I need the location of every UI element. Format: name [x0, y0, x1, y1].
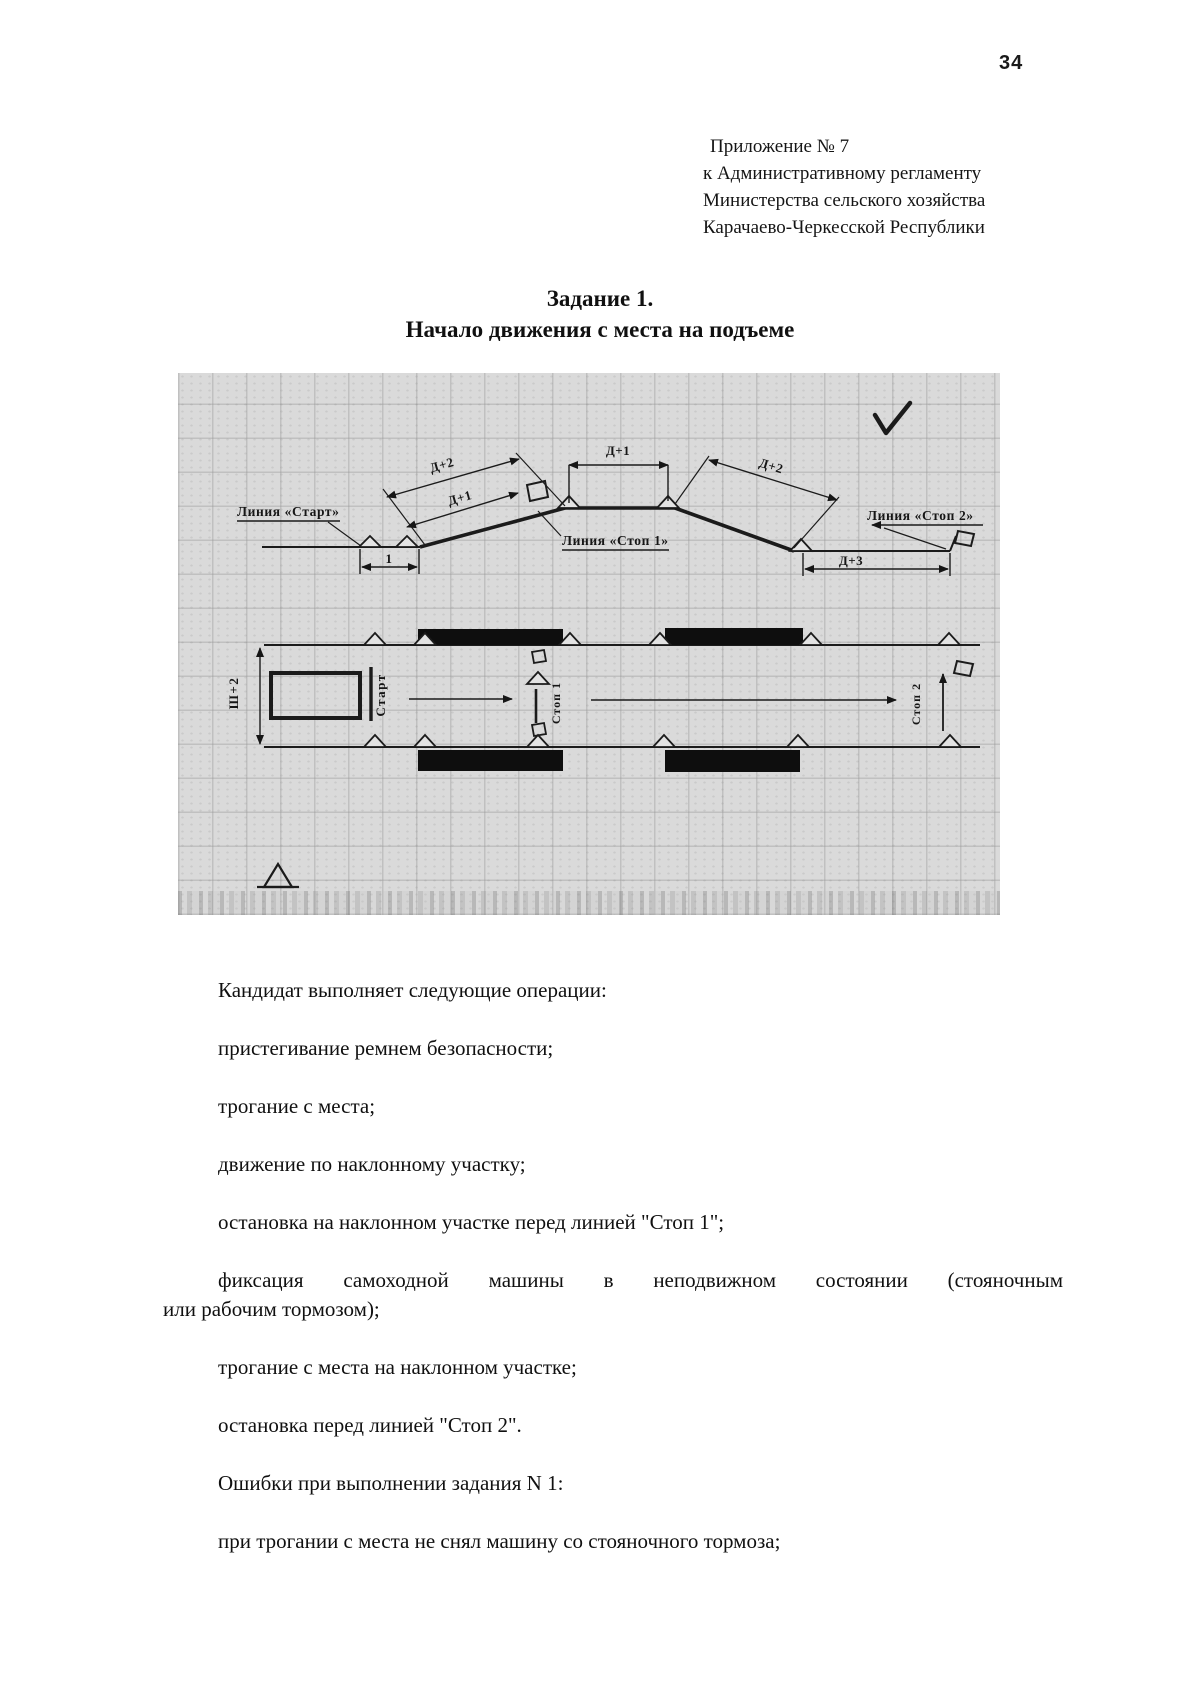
document-title: Задание 1. Начало движения с места на по… — [0, 283, 1200, 345]
cone-icon — [393, 534, 421, 548]
flag-icon — [952, 659, 975, 678]
stop1-label: Стоп 1 — [549, 682, 563, 724]
body-text: Кандидат выполняет следующие операции: п… — [163, 976, 1063, 1585]
paragraph-line: фиксация самоходной машины в неподвижном… — [218, 1268, 1063, 1292]
dimension-d1-top: Д+1 — [568, 443, 669, 503]
dimension-d1-left: Д+1 — [406, 487, 519, 529]
callout-line-start: Линия «Старт» — [237, 504, 362, 547]
cone-icon — [361, 733, 389, 748]
header-line: Карачаево-Черкесской Республики — [703, 217, 985, 238]
appendix-header: Приложение № 7 к Административному регла… — [703, 133, 1063, 241]
dimension-label: Д+1 — [446, 487, 474, 508]
start-label: Старт — [373, 673, 388, 716]
line-start-label: Линия «Старт» — [237, 504, 339, 519]
dimension-label: Ш+2 — [226, 677, 241, 710]
paragraph: трогание с места на наклонном участке; — [218, 1355, 577, 1379]
flag-icon — [530, 721, 548, 738]
line-stop1-label: Линия «Стоп 1» — [562, 533, 669, 548]
stop2-label: Стоп 2 — [909, 683, 923, 725]
title-line-2: Начало движения с места на подъеме — [405, 317, 795, 342]
dimension-label: Д+1 — [606, 443, 630, 458]
profile-cones — [356, 494, 815, 552]
scan-artifact-band — [178, 891, 1000, 915]
barrier-bar — [665, 628, 803, 645]
header-line: Приложение № 7 — [710, 136, 850, 157]
dimension-d2-left: Д+2 — [386, 454, 520, 499]
cone-icon — [797, 631, 825, 646]
callout-line-stop2: Линия «Стоп 2» — [867, 508, 983, 550]
dimension-label: 1 — [386, 551, 393, 566]
cone-icon — [411, 733, 439, 748]
dimension-label: Д+2 — [428, 454, 456, 475]
cone-icon — [787, 537, 815, 552]
callout-line-stop1: Линия «Стоп 1» — [537, 510, 669, 551]
paragraph: движение по наклонному участку; — [218, 1152, 526, 1176]
cone-icon — [411, 631, 439, 646]
cone-icon — [524, 733, 552, 748]
stop2-marking: Стоп 2 — [909, 659, 975, 731]
cone-icon — [356, 534, 384, 548]
paragraph: пристегивание ремнем безопасности; — [218, 1036, 554, 1060]
cone-icon — [646, 631, 674, 646]
cone-icon — [556, 631, 584, 646]
paragraph: при трогании с места не снял машину со с… — [218, 1529, 781, 1553]
title-line-1: Задание 1. — [546, 286, 654, 311]
flag-icon — [953, 529, 976, 548]
flag-icon — [530, 648, 548, 665]
dimension-label: Д+3 — [839, 553, 863, 568]
plan-view: Ш+2 Старт Стоп 1 — [226, 628, 980, 889]
paragraph: остановка перед линией "Стоп 2". — [218, 1413, 522, 1437]
profile-view: 1 Д+2 Д+1 Д+1 — [237, 400, 983, 576]
line-stop2-label: Линия «Стоп 2» — [867, 508, 974, 523]
dimension-w2: Ш+2 — [226, 647, 264, 745]
paragraph: трогание с места; — [218, 1094, 376, 1118]
cone-icon — [935, 631, 963, 646]
barrier-bar — [418, 629, 563, 645]
page-number: 34 — [999, 52, 1024, 74]
paragraph: фиксация самоходной машины в неподвижном… — [163, 1266, 1063, 1324]
cone-icon — [361, 631, 389, 646]
ramp-up-line — [419, 506, 566, 549]
dimension-start-zone: 1 — [359, 549, 420, 574]
flag-icon — [525, 479, 550, 503]
paragraph: Кандидат выполняет следующие операции: — [218, 978, 607, 1002]
barrier-bar — [418, 750, 563, 771]
flag-pole — [949, 535, 957, 552]
cone-icon — [654, 494, 682, 509]
course-diagram-scan: 1 Д+2 Д+1 Д+1 — [178, 373, 1000, 915]
dimension-label: Д+2 — [757, 455, 785, 476]
plan-cones — [361, 631, 964, 748]
cone-icon — [650, 733, 678, 748]
paragraph: остановка на наклонном участке перед лин… — [218, 1210, 725, 1234]
dimension-d3: Д+3 — [802, 553, 951, 576]
barrier-bars — [418, 628, 803, 772]
vehicle-rect — [269, 671, 362, 720]
paragraph-line: или рабочим тормозом); — [163, 1297, 380, 1321]
course-diagram: 1 Д+2 Д+1 Д+1 — [226, 400, 983, 889]
header-line: к Административному регламенту — [703, 163, 982, 184]
header-line: Министерства сельского хозяйства — [703, 190, 986, 211]
cone-icon — [936, 733, 964, 748]
cone-icon — [524, 670, 552, 685]
dimension-d2-right: Д+2 — [708, 455, 838, 502]
checkmark-icon — [872, 400, 913, 436]
cone-icon — [784, 733, 812, 748]
paragraph: Ошибки при выполнении задания N 1: — [218, 1471, 564, 1495]
barrier-bar — [665, 750, 800, 772]
cone-legend-icon — [257, 861, 299, 889]
ramp-down-line — [674, 506, 795, 553]
stop1-marking: Стоп 1 — [524, 648, 563, 738]
